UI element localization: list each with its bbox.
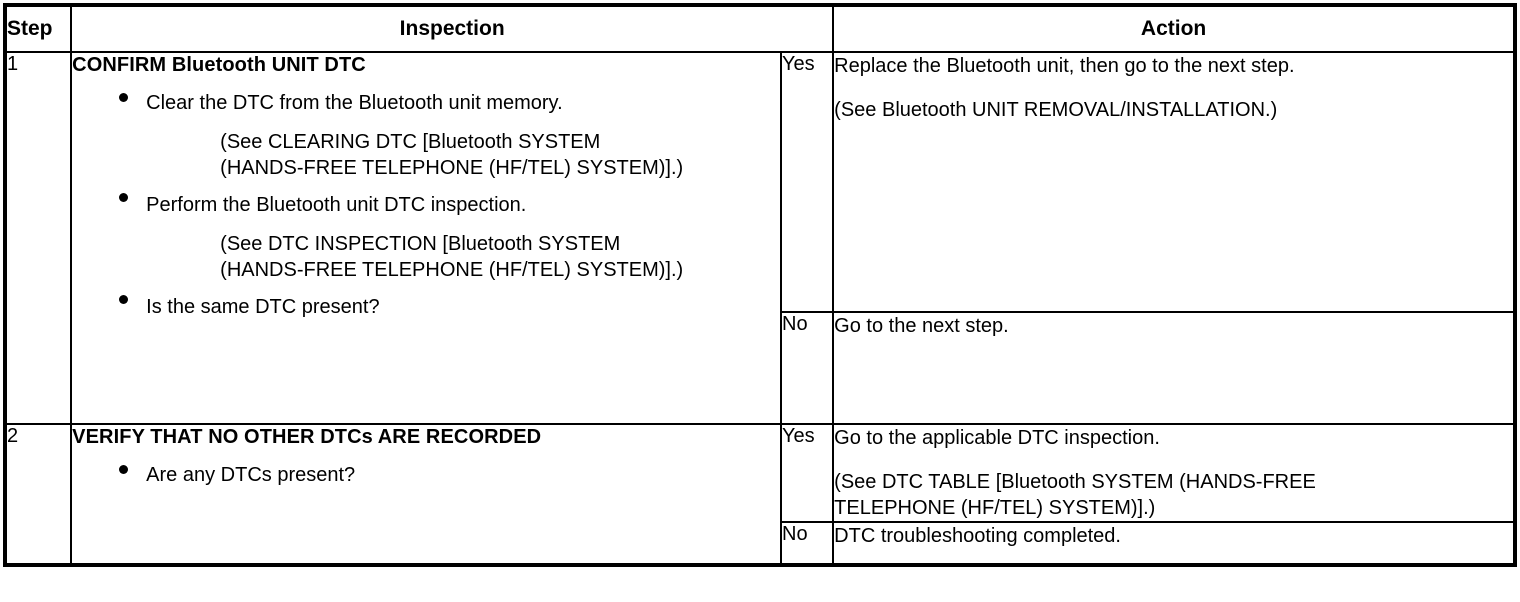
step-number: 2 bbox=[3, 423, 73, 566]
table-row: No DTC troubleshooting completed. bbox=[5, 521, 1516, 566]
bullet-reference: (See CLEARING DTC [Bluetooth SYSTEM (HAN… bbox=[146, 116, 780, 181]
table-body: 1 CONFIRM Bluetooth UNIT DTC Clear the D… bbox=[3, 51, 1516, 566]
table-row: 2 VERIFY THAT NO OTHER DTCs ARE RECORDED… bbox=[3, 423, 1516, 566]
result-label-no: No bbox=[780, 521, 835, 566]
list-item: Are any DTCs present? bbox=[72, 453, 780, 488]
bullet-icon bbox=[119, 464, 129, 474]
action-cell: Replace the Bluetooth unit, then go to t… bbox=[832, 51, 1516, 313]
action-text: Go to the next step. bbox=[834, 315, 1009, 337]
header-row: Step Inspection Action bbox=[3, 4, 1516, 53]
reference-line: (HANDS-FREE TELEPHONE (HF/TEL) SYSTEM)].… bbox=[220, 258, 684, 281]
bullet-text: Perform the Bluetooth unit DTC inspectio… bbox=[146, 194, 527, 217]
result-label-yes: Yes bbox=[780, 423, 835, 523]
list-item: Is the same DTC present? bbox=[72, 283, 780, 320]
action-text: DTC troubleshooting completed. bbox=[834, 525, 1121, 547]
inspection-bullet-list: Clear the DTC from the Bluetooth unit me… bbox=[72, 81, 780, 320]
column-header-step: Step bbox=[3, 4, 73, 53]
action-cell: Go to the applicable DTC inspection. (Se… bbox=[832, 423, 1516, 523]
inspection-cell: VERIFY THAT NO OTHER DTCs ARE RECORDED A… bbox=[70, 423, 783, 566]
bullet-text: Are any DTCs present? bbox=[146, 464, 356, 486]
result-label-yes: Yes bbox=[780, 51, 835, 313]
reference-line: TELEPHONE (HF/TEL) SYSTEM)].) bbox=[834, 497, 1156, 519]
reference-line: (See DTC TABLE [Bluetooth SYSTEM (HANDS-… bbox=[834, 471, 1316, 493]
inspection-cell: CONFIRM Bluetooth UNIT DTC Clear the DTC… bbox=[70, 51, 783, 425]
action-text: Replace the Bluetooth unit, then go to t… bbox=[834, 55, 1295, 77]
bullet-icon bbox=[119, 192, 129, 202]
reference-line: (See DTC INSPECTION [Bluetooth SYSTEM bbox=[220, 233, 621, 256]
inspection-bullet-list: Are any DTCs present? bbox=[72, 453, 780, 488]
step-number: 1 bbox=[3, 51, 73, 425]
action-cell: DTC troubleshooting completed. bbox=[832, 521, 1516, 566]
list-item: Clear the DTC from the Bluetooth unit me… bbox=[72, 81, 780, 181]
inspection-title: CONFIRM Bluetooth UNIT DTC bbox=[72, 54, 366, 76]
action-reference: (See Bluetooth UNIT REMOVAL/INSTALLATION… bbox=[834, 99, 1278, 121]
table-row: No Go to the next step. bbox=[5, 311, 1516, 425]
bullet-icon bbox=[119, 92, 129, 102]
table-header: Step Inspection Action bbox=[3, 4, 1516, 53]
inspection-title: VERIFY THAT NO OTHER DTCs ARE RECORDED bbox=[72, 426, 542, 448]
dtc-troubleshooting-table: Step Inspection Action 1 CONFIRM Bluetoo… bbox=[3, 3, 1517, 567]
bullet-text: Is the same DTC present? bbox=[146, 296, 380, 319]
column-header-inspection: Inspection bbox=[70, 4, 835, 53]
action-text: Go to the applicable DTC inspection. bbox=[834, 427, 1160, 449]
bullet-reference: (See DTC INSPECTION [Bluetooth SYSTEM (H… bbox=[146, 218, 780, 283]
bullet-text: Clear the DTC from the Bluetooth unit me… bbox=[146, 92, 563, 114]
table-row: 1 CONFIRM Bluetooth UNIT DTC Clear the D… bbox=[3, 51, 1516, 425]
action-cell: Go to the next step. bbox=[832, 311, 1516, 425]
column-header-action: Action bbox=[832, 4, 1516, 53]
result-label-no: No bbox=[780, 311, 835, 425]
bullet-icon bbox=[119, 294, 129, 304]
action-reference: (See DTC TABLE [Bluetooth SYSTEM (HANDS-… bbox=[834, 451, 1513, 521]
reference-line: (See CLEARING DTC [Bluetooth SYSTEM bbox=[220, 131, 601, 153]
list-item: Perform the Bluetooth unit DTC inspectio… bbox=[72, 181, 780, 283]
reference-line: (HANDS-FREE TELEPHONE (HF/TEL) SYSTEM)].… bbox=[220, 156, 684, 179]
